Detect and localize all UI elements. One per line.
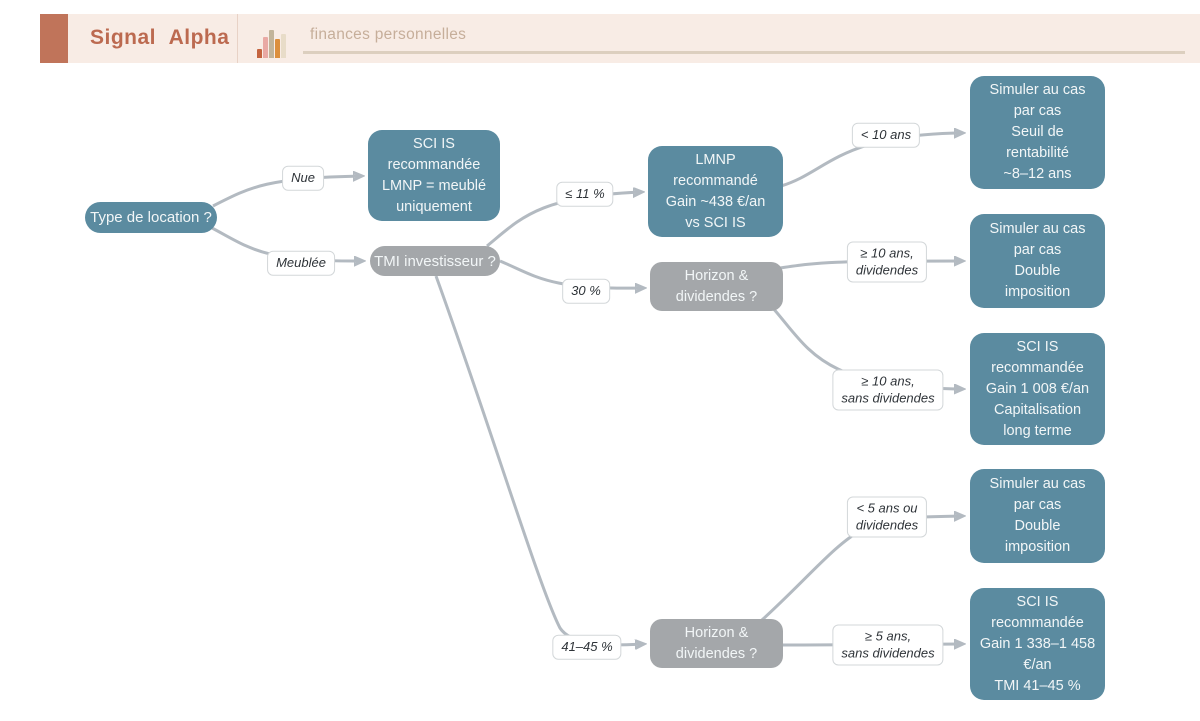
edge-label-tmi-11: ≤ 11 % — [556, 181, 614, 207]
node-sci-is-1338: SCI IS recommandée Gain 1 338–1 458 €/an… — [970, 588, 1105, 700]
edge-label-nue: Nue — [282, 165, 324, 191]
node-lmnp-recommande: LMNP recommandé Gain ~438 €/an vs SCI IS — [648, 146, 783, 237]
header-bar: Signal Alpha finances personnelles — [40, 14, 1200, 63]
node-simuler-double-1: Simuler au cas par cas Double imposition — [970, 214, 1105, 308]
node-sci-is-1008: SCI IS recommandée Gain 1 008 €/an Capit… — [970, 333, 1105, 445]
edge-nue — [212, 176, 362, 208]
node-type-de-location: Type de location ? — [85, 202, 217, 233]
edge-label-ge-10-ans-sans: ≥ 10 ans, sans dividendes — [832, 369, 944, 411]
node-sci-is-nue: SCI IS recommandée LMNP = meublé uniquem… — [368, 130, 500, 221]
edge-label-meublee: Meublée — [267, 250, 335, 276]
edge-label-tmi-30: 30 % — [562, 278, 610, 304]
node-horizon-dividendes-1: Horizon & dividendes ? — [650, 262, 783, 311]
node-simuler-double-2: Simuler au cas par cas Double imposition — [970, 469, 1105, 563]
tagline-underline — [303, 51, 1185, 54]
edge-label-lt-5-ans-div: < 5 ans ou dividendes — [846, 496, 928, 538]
brand-square — [40, 14, 68, 63]
edge-label-tmi-41-45: 41–45 % — [552, 634, 622, 660]
node-horizon-dividendes-2: Horizon & dividendes ? — [650, 619, 783, 668]
edge-tmi-41-45 — [434, 275, 644, 645]
node-tmi-investisseur: TMI investisseur ? — [370, 246, 500, 276]
edge-label-ge-10-ans-div: ≥ 10 ans, dividendes — [846, 241, 928, 283]
brand-title: Signal Alpha — [90, 26, 230, 49]
edge-label-lt-10-ans: < 10 ans — [851, 122, 921, 148]
edge-lt-10-ans — [780, 133, 963, 188]
edge-label-ge-5-ans-sans: ≥ 5 ans, sans dividendes — [832, 624, 944, 666]
edge-tmi-30 — [499, 259, 644, 288]
header-tagline: finances personnelles — [310, 26, 467, 43]
header-divider — [237, 14, 238, 63]
bar-chart-icon — [252, 26, 290, 58]
node-simuler-seuil: Simuler au cas par cas Seuil de rentabil… — [970, 76, 1105, 189]
